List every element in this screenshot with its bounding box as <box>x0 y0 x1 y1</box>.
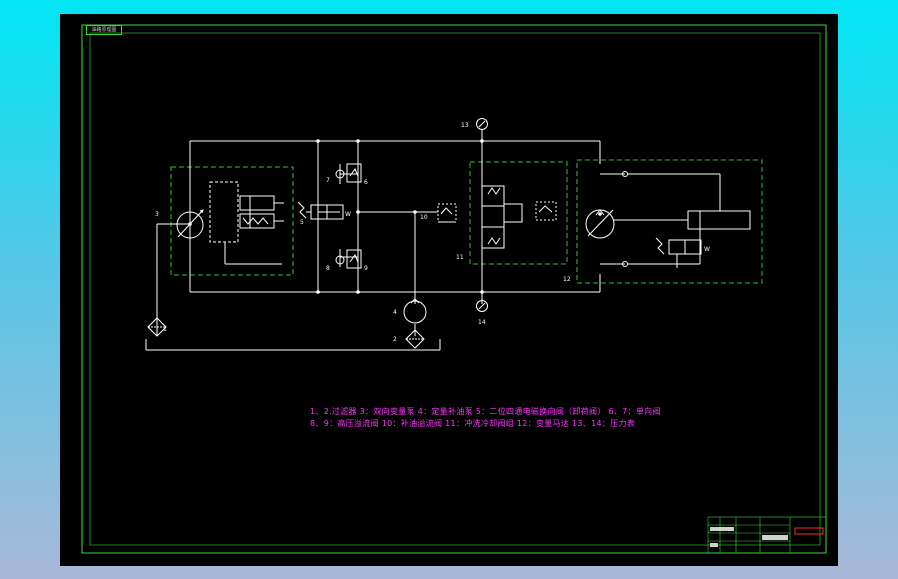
label-6: 6 <box>364 179 368 186</box>
pressure-gauges <box>476 118 488 312</box>
label-3: 3 <box>155 211 159 218</box>
svg-text:W: W <box>704 246 710 253</box>
charge-pump-4 <box>403 298 427 324</box>
label-9: 9 <box>364 265 368 272</box>
label-8: 8 <box>326 265 330 272</box>
variable-motor-12: W <box>585 171 751 268</box>
label-13: 13 <box>461 122 469 129</box>
label-11: 11 <box>456 254 464 261</box>
check-relief-valves <box>335 163 362 269</box>
inner-frame <box>89 32 821 546</box>
label-10: 10 <box>420 214 428 221</box>
variable-pump-3 <box>176 181 284 265</box>
title-block <box>707 516 827 554</box>
outer-frame <box>81 24 827 554</box>
main-loop <box>145 129 601 351</box>
label-1: 1 <box>163 326 167 333</box>
motor-group-box <box>576 159 763 284</box>
legend-line-2: 8、9：高压溢流阀 10：补油溢流阀 11：冲洗冷却阀组 12：变量马达 13、… <box>310 419 636 428</box>
flush-valve-box <box>469 161 568 265</box>
label-7: 7 <box>326 177 330 184</box>
red-stamp <box>794 527 824 535</box>
filters-1-2 <box>147 317 425 349</box>
relief-valve-10 <box>430 203 457 223</box>
svg-text:W: W <box>345 211 351 218</box>
label-12: 12 <box>563 276 571 283</box>
solenoid-valve-5: W <box>297 201 351 220</box>
label-4: 4 <box>393 309 397 316</box>
legend-line-1: 1、2.过滤器 3：双向变量泵 4：定量补油泵 5：二位四通电磁换向阀（卸荷阀）… <box>310 407 661 416</box>
pump-group-box <box>170 166 294 276</box>
hydraulic-schematic: W <box>81 24 827 554</box>
label-2: 2 <box>393 336 397 343</box>
label-14: 14 <box>478 319 486 326</box>
flush-valve-11 <box>481 185 557 249</box>
component-numbers: 3 5 7 6 8 9 10 11 13 14 12 4 2 1 <box>155 122 571 343</box>
label-5: 5 <box>300 219 304 226</box>
title-block-fill <box>710 527 788 547</box>
drawing-sheet: 油路原理图 <box>60 14 838 566</box>
